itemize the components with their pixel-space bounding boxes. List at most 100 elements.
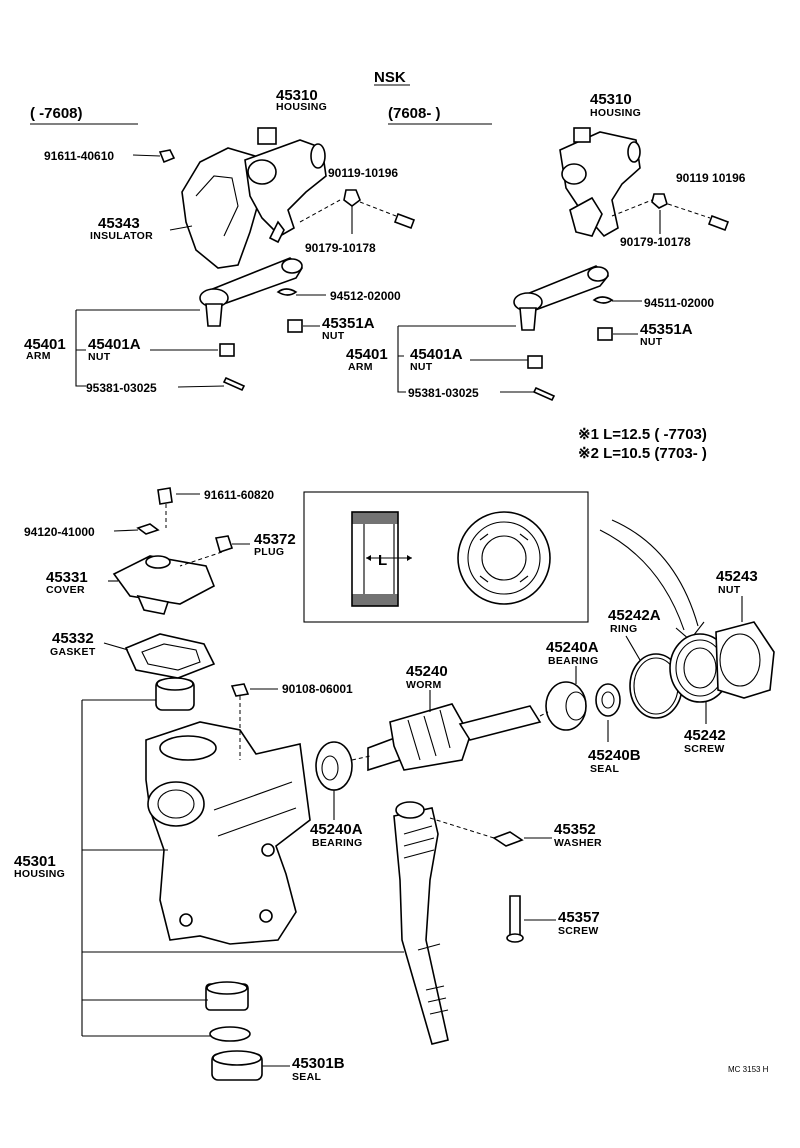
range-right-label: (7608- ) [388, 105, 441, 122]
label-washer-num: 45352 [554, 821, 596, 838]
label-seal-name: SEAL [292, 1071, 321, 1083]
label-pin-left: 95381-03025 [86, 381, 157, 395]
pin-icon [222, 376, 246, 392]
label-bolt-91611-60820: 91611-60820 [204, 488, 274, 502]
washer-icon [343, 189, 361, 207]
lock-nut-part [715, 621, 775, 699]
housing-assembly-left [158, 127, 416, 392]
label-worm-seal-num: 45240B [588, 747, 641, 764]
label-plug-num: 45372 [254, 531, 296, 548]
label-adjscrew-name: SCREW [684, 743, 725, 755]
label-cover-num: 45331 [46, 569, 88, 586]
plug-icon [214, 535, 234, 554]
curved-arrow [599, 519, 699, 631]
maker-label: NSK [374, 69, 406, 86]
label-housing-right-num: 45310 [590, 91, 632, 108]
cover-part [112, 555, 216, 605]
nut-icon [597, 327, 613, 341]
label-washer-90179-right: 90179-10178 [620, 235, 691, 249]
label-locknut-num: 45243 [716, 568, 758, 585]
label-ring-name: RING [610, 623, 637, 635]
label-insulator-num: 45343 [98, 215, 140, 232]
label-gasket-name: GASKET [50, 646, 96, 658]
label-armnut-right-num: 45401A [410, 346, 463, 363]
label-arm-right-name: ARM [348, 361, 373, 373]
label-bearing-left-name: BEARING [312, 837, 363, 849]
pin-icon [532, 386, 556, 402]
label-worm-name: WORM [406, 679, 442, 691]
diagram-code: MC 3153 H [728, 1065, 769, 1074]
bolt-icon [707, 214, 730, 232]
seal-ring-part [209, 1026, 251, 1042]
label-screw-name: SCREW [558, 925, 599, 937]
label-cover-name: COVER [46, 584, 85, 596]
bolt-icon [157, 487, 173, 505]
label-arm-left-num: 45401 [24, 336, 66, 353]
label-bearing-right-name: BEARING [548, 655, 599, 667]
label-locknut-name: NUT [718, 584, 741, 596]
label-housing-right-name: HOUSING [590, 107, 641, 119]
label-housing-left-name: HOUSING [276, 101, 327, 113]
label-screw-num: 45357 [558, 909, 600, 926]
label-armnut-right-name: NUT [410, 361, 433, 373]
label-nut-left-name: NUT [322, 330, 345, 342]
label-bearing-right-num: 45240A [546, 639, 599, 656]
washer-icon [136, 523, 160, 535]
label-washer-name: WASHER [554, 837, 602, 849]
label-armnut-left-num: 45401A [88, 336, 141, 353]
label-nut-right-num: 45351A [640, 321, 693, 338]
label-bolt-90119-right: 90119 10196 [676, 171, 746, 185]
label-bolt-91611-40610: 91611-40610 [44, 149, 114, 163]
label-adjscrew-num: 45242 [684, 727, 726, 744]
label-seal-num: 45301B [292, 1055, 345, 1072]
label-bearing-left-num: 45240A [310, 821, 363, 838]
label-arm-right-num: 45401 [346, 346, 388, 363]
housing-part-right [559, 131, 641, 238]
label-worm-num: 45240 [406, 663, 448, 680]
nut-icon [219, 343, 235, 357]
worm-seal-part [595, 683, 621, 717]
nut-icon [287, 319, 303, 333]
lockwasher-icon [592, 296, 614, 304]
label-insulator-name: INSULATOR [90, 230, 153, 242]
label-bleeder-90108: 90108-06001 [282, 682, 353, 696]
sector-shaft-part [393, 807, 449, 1045]
range-left-label: ( -7608) [30, 105, 83, 122]
housing-part-main [145, 721, 311, 945]
label-arm-left-name: ARM [26, 350, 51, 362]
gear-housing-assembly [112, 487, 775, 1081]
note-1: ※1 L=12.5 ( -7703) [578, 426, 707, 443]
label-housing-name: HOUSING [14, 868, 65, 880]
label-lockwasher-left: 94512-02000 [330, 289, 401, 303]
insulator-part [181, 147, 263, 269]
gasket-part [124, 633, 216, 679]
label-gasket-num: 45332 [52, 630, 94, 647]
bolt-icon [393, 212, 416, 230]
label-washer-90179-left: 90179-10178 [305, 241, 376, 255]
label-washer-94120: 94120-41000 [24, 525, 95, 539]
shim-detail-inset: L [303, 491, 589, 623]
washer-icon [651, 193, 668, 209]
bolt-icon [158, 149, 176, 164]
inset-dim-label: L [378, 552, 387, 569]
label-armnut-left-name: NUT [88, 351, 111, 363]
lockwasher-icon [276, 288, 298, 296]
label-housing-num: 45301 [14, 853, 56, 870]
label-nut-left-num: 45351A [322, 315, 375, 332]
label-lockwasher-right: 94511-02000 [644, 296, 714, 310]
note-2: ※2 L=10.5 (7703- ) [578, 445, 707, 462]
label-worm-seal-name: SEAL [590, 763, 619, 775]
label-housing-left-num: 45310 [276, 87, 318, 104]
label-ring-num: 45242A [608, 607, 661, 624]
label-pin-right: 95381-03025 [408, 386, 479, 400]
housing-assembly-right [513, 127, 730, 402]
label-plug-name: PLUG [254, 546, 284, 558]
label-bolt-90119-left: 90119-10196 [328, 166, 398, 180]
nut-icon [527, 355, 543, 369]
bearing-left-part [315, 741, 353, 791]
bleeder-icon [230, 683, 250, 697]
label-nut-right-name: NUT [640, 336, 663, 348]
screw-icon [509, 895, 521, 937]
